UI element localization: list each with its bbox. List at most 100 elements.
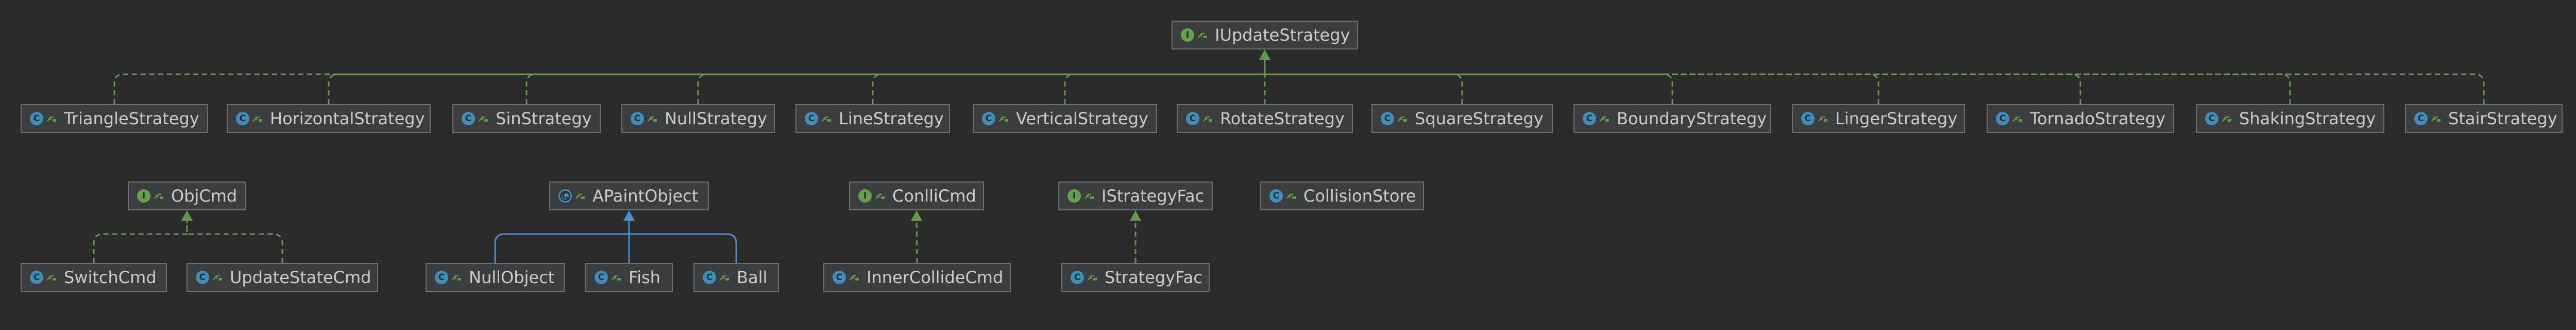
visibility-icon xyxy=(2222,116,2231,122)
visibility-icon xyxy=(1398,116,1407,122)
node-strategyfac[interactable]: C StrategyFac xyxy=(1061,263,1210,292)
class-icon: C xyxy=(462,112,475,125)
arrowhead-apaintobject xyxy=(623,210,635,221)
edge-stairstrategy-to-iupdatestrategy xyxy=(1264,60,2485,104)
class-icon: C xyxy=(1269,189,1283,203)
node-label: StairStrategy xyxy=(2448,109,2557,128)
visibility-icon xyxy=(452,275,461,280)
visibility-icon xyxy=(1600,116,1609,122)
node-verticalstrategy[interactable]: C VerticalStrategy xyxy=(973,104,1157,133)
node-fish[interactable]: C Fish xyxy=(585,263,673,292)
class-icon: C xyxy=(196,271,209,284)
node-switchcmd[interactable]: C SwitchCmd xyxy=(21,263,167,292)
node-squarestrategy[interactable]: C SquareStrategy xyxy=(1371,104,1553,133)
node-rotatestrategy[interactable]: C RotateStrategy xyxy=(1177,104,1353,133)
node-label: Fish xyxy=(629,268,660,287)
class-icon: C xyxy=(1381,112,1394,125)
node-label: StrategyFac xyxy=(1105,268,1202,287)
node-label: LingerStrategy xyxy=(1835,109,1958,128)
visibility-icon xyxy=(2431,116,2441,122)
edge-boundarystrategy-to-iupdatestrategy xyxy=(1264,60,1673,104)
edge-lingerstrategy-to-iupdatestrategy xyxy=(1264,60,1879,104)
node-iupdatestrategy[interactable]: I IUpdateStrategy xyxy=(1172,21,1358,50)
arrowhead-objcmd xyxy=(181,210,193,221)
node-innercollidecmd[interactable]: C InnerCollideCmd xyxy=(823,263,1011,292)
node-label: IStrategyFac xyxy=(1101,186,1205,206)
node-stairstrategy[interactable]: C StairStrategy xyxy=(2405,104,2563,133)
visibility-icon xyxy=(1286,193,1296,199)
edge-nullstrategy-to-iupdatestrategy xyxy=(697,60,1266,104)
visibility-icon xyxy=(720,275,729,280)
visibility-icon xyxy=(875,193,885,199)
visibility-icon xyxy=(479,116,488,122)
class-icon: C xyxy=(1801,112,1815,125)
node-lingerstrategy[interactable]: C LingerStrategy xyxy=(1792,104,1965,133)
node-objcmd[interactable]: I ObjCmd xyxy=(128,182,246,210)
class-icon: C xyxy=(703,271,716,284)
edge-shakingstrategy-to-iupdatestrategy xyxy=(1264,60,2291,104)
visibility-icon xyxy=(1818,116,1827,122)
class-icon: C xyxy=(595,271,608,284)
node-label: TriangleStrategy xyxy=(64,109,199,128)
edge-trianglestrategy-to-iupdatestrategy xyxy=(113,60,1266,104)
visibility-icon xyxy=(154,193,163,199)
edge-verticalstrategy-to-iupdatestrategy xyxy=(1064,60,1266,104)
node-nullobject[interactable]: C NullObject xyxy=(426,263,565,292)
class-icon: C xyxy=(833,271,846,284)
arrowhead-istrategyfac xyxy=(1130,210,1141,221)
arrowhead-iupdatestrategy xyxy=(1259,50,1270,60)
node-boundarystrategy[interactable]: C BoundaryStrategy xyxy=(1573,104,1771,133)
edge-ball-to-apaintobject xyxy=(628,221,737,263)
node-updatestatecmd[interactable]: C UpdateStateCmd xyxy=(187,263,378,292)
abstract-class-icon: C xyxy=(558,189,572,203)
visibility-icon xyxy=(1198,32,1207,38)
node-label: NullStrategy xyxy=(665,109,768,128)
node-shakingstrategy[interactable]: C ShakingStrategy xyxy=(2196,104,2384,133)
node-linestrategy[interactable]: C LineStrategy xyxy=(795,104,950,133)
arrowhead-conllicmd xyxy=(911,210,922,221)
node-apaintobject[interactable]: C APaintObject xyxy=(549,182,709,210)
class-icon: C xyxy=(30,271,43,284)
node-label: RotateStrategy xyxy=(1220,109,1345,128)
edge-updatestatecmd-to-objcmd xyxy=(186,221,283,263)
node-label: SquareStrategy xyxy=(1415,109,1544,128)
node-ball[interactable]: C Ball xyxy=(693,263,779,292)
node-label: SinStrategy xyxy=(496,109,592,128)
visibility-icon xyxy=(648,116,657,122)
interface-icon: I xyxy=(137,189,150,203)
class-icon: C xyxy=(2414,112,2428,125)
node-label: InnerCollideCmd xyxy=(867,268,1004,287)
class-icon: C xyxy=(2205,112,2218,125)
node-label: HorizontalStrategy xyxy=(270,109,425,128)
node-nullstrategy[interactable]: C NullStrategy xyxy=(621,104,775,133)
node-label: ShakingStrategy xyxy=(2239,109,2376,128)
node-conllicmd[interactable]: I ConlliCmd xyxy=(849,182,984,210)
class-icon: C xyxy=(982,112,995,125)
interface-icon: I xyxy=(1067,189,1081,203)
node-label: NullObject xyxy=(469,268,555,287)
node-label: TornadoStrategy xyxy=(2030,109,2166,128)
class-icon: C xyxy=(435,271,448,284)
node-label: UpdateStateCmd xyxy=(230,268,371,287)
node-collisionstore[interactable]: C CollisionStore xyxy=(1260,182,1424,210)
class-icon: C xyxy=(1583,112,1596,125)
visibility-icon xyxy=(822,116,831,122)
class-icon: C xyxy=(805,112,818,125)
node-trianglestrategy[interactable]: C TriangleStrategy xyxy=(21,104,208,133)
node-horizontalstrategy[interactable]: C HorizontalStrategy xyxy=(227,104,431,133)
visibility-icon xyxy=(575,193,585,199)
class-icon: C xyxy=(1996,112,2009,125)
node-label: APaintObject xyxy=(592,186,699,206)
interface-icon: I xyxy=(858,189,872,203)
node-label: ObjCmd xyxy=(171,186,238,206)
node-sinstrategy[interactable]: C SinStrategy xyxy=(452,104,601,133)
interface-icon: I xyxy=(1181,28,1194,42)
node-tornadostrategy[interactable]: C TornadoStrategy xyxy=(1987,104,2174,133)
visibility-icon xyxy=(1203,116,1212,122)
edge-horizontalstrategy-to-iupdatestrategy xyxy=(328,60,1266,104)
node-label: VerticalStrategy xyxy=(1016,109,1148,128)
node-label: IUpdateStrategy xyxy=(1215,25,1350,45)
node-istrategyfac[interactable]: I IStrategyFac xyxy=(1058,182,1213,210)
visibility-icon xyxy=(999,116,1008,122)
node-label: ConlliCmd xyxy=(892,186,976,206)
